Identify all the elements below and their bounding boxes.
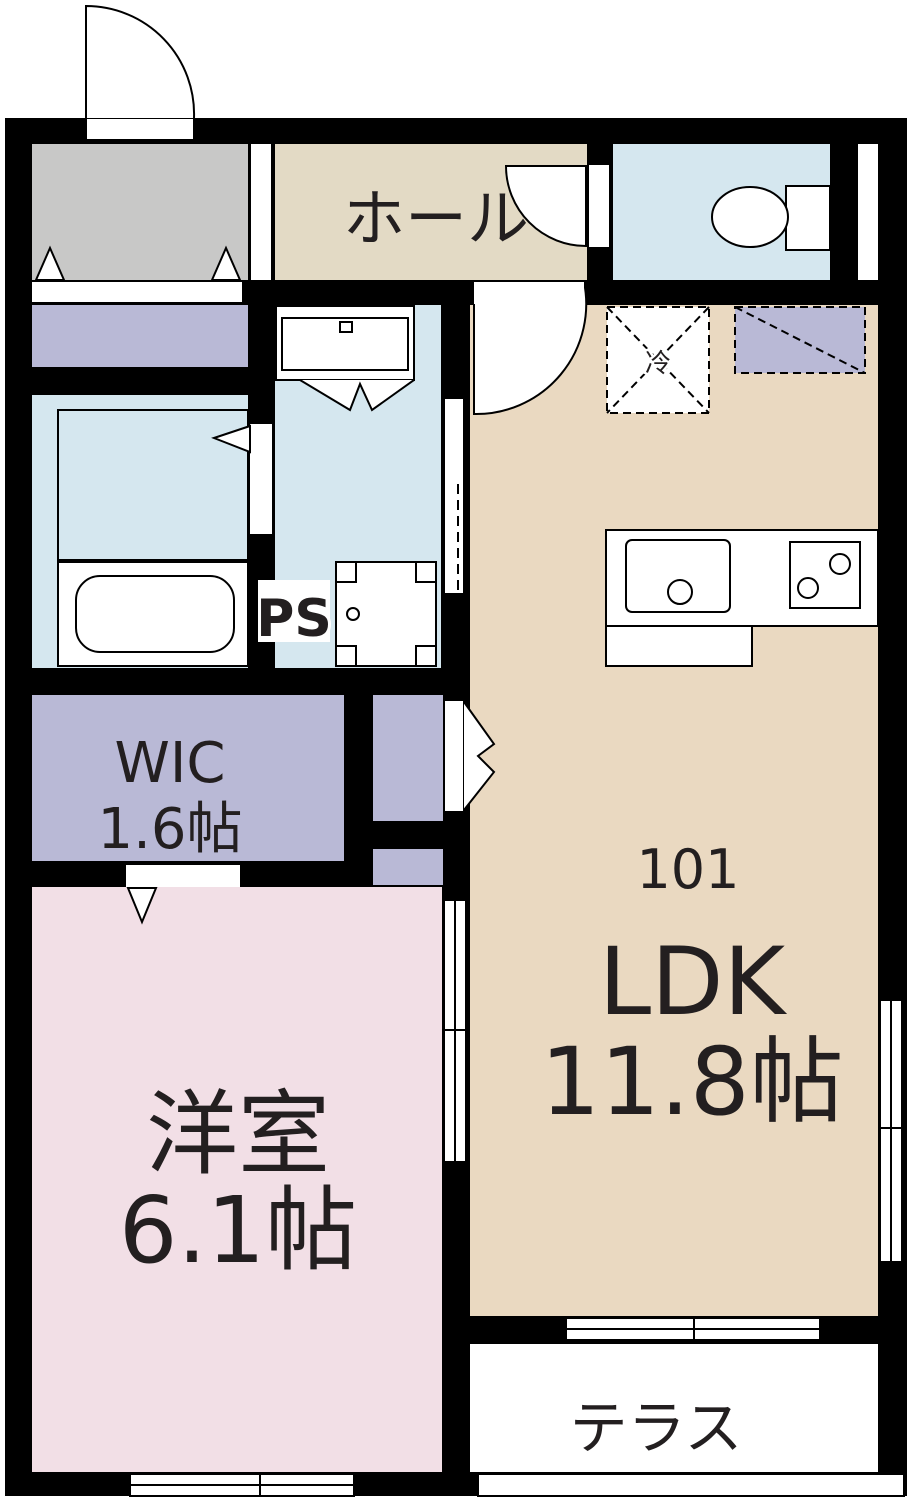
wash-basin-drain	[339, 321, 353, 333]
western-area: 6.1帖	[119, 1177, 357, 1284]
cupboard-diagonal	[734, 306, 866, 374]
ps-label: PS	[256, 589, 332, 649]
stove	[789, 541, 861, 609]
fridge-cross-b	[606, 306, 710, 414]
ldk-floor	[470, 305, 878, 1316]
toilet-door-swing	[504, 165, 587, 248]
closet-lower	[373, 849, 443, 885]
shoe-shelf	[32, 282, 242, 302]
ldk-door-post	[474, 282, 584, 304]
hall-label: ホール	[343, 182, 529, 255]
ldk-name: LDK	[599, 928, 788, 1037]
washing-machine-corner-c	[336, 645, 357, 666]
closet-upper	[373, 695, 443, 821]
shelf-door-marker-left	[34, 245, 66, 281]
toilet-bowl	[711, 186, 789, 248]
terrace-floor	[470, 1344, 878, 1472]
bathtub-inner	[75, 575, 235, 653]
fridge-cross-a	[606, 306, 710, 414]
washroom-sliding-door	[443, 397, 465, 595]
terrace-fence	[477, 1473, 905, 1497]
entrance-door-opening	[85, 117, 195, 141]
washing-machine-corner-b	[415, 562, 436, 583]
ldk-area: 11.8帖	[540, 1028, 843, 1137]
storage-shelf-top	[32, 305, 248, 367]
entrance-door-swing	[85, 4, 196, 119]
wic-door-marker	[126, 887, 158, 925]
shelf-door-marker-right	[210, 245, 242, 281]
entrance-floor	[32, 144, 248, 280]
wic-floor	[32, 695, 344, 861]
toilet-tank	[785, 185, 831, 251]
washing-machine-corner-a	[336, 562, 357, 583]
closet-door-marker	[463, 701, 496, 811]
western-floor	[32, 887, 442, 1472]
stove-burner-b	[829, 553, 851, 575]
bathroom-door	[250, 424, 272, 534]
ps-shaft	[258, 580, 330, 642]
wash-basin-inner	[281, 317, 409, 371]
kitchen-sink-drain	[667, 579, 693, 605]
wic-area: 1.6帖	[97, 797, 242, 862]
wash-basin-door-marker	[299, 379, 415, 412]
fridge-label: 冷	[645, 349, 671, 379]
counter-extension	[605, 625, 753, 667]
washing-machine-corner-d	[415, 645, 436, 666]
toilet-door-leaf	[587, 163, 611, 249]
bath-wash-area	[57, 409, 249, 561]
western-name: 洋室	[146, 1081, 330, 1188]
hall-door-post	[251, 144, 271, 280]
unit-number: 101	[636, 838, 739, 901]
kitchen-sink	[625, 539, 731, 613]
toilet-window	[858, 144, 878, 280]
bathroom-door-marker	[211, 424, 251, 454]
closet-door-leaf	[443, 699, 465, 813]
stove-burner-a	[797, 577, 819, 599]
terrace-label: テラス	[570, 1394, 743, 1462]
wic-door	[126, 865, 240, 887]
wic-name: WIC	[115, 731, 226, 796]
washing-machine-drain	[346, 607, 360, 621]
ldk-door-swing	[473, 281, 588, 416]
